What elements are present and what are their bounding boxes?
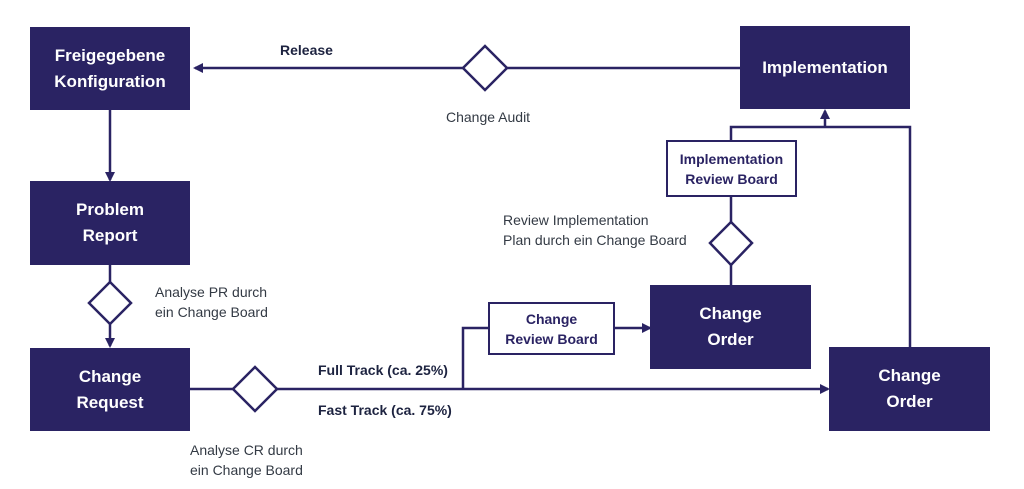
node-label: Konfiguration <box>54 71 166 91</box>
impl-board-to-implementation-connector <box>729 125 912 347</box>
node-label: Report <box>82 226 138 245</box>
label-line: Review Implementation <box>503 212 649 228</box>
full-track-label: Full Track (ca. 25%) <box>318 362 448 378</box>
label-line: Analyse PR durch <box>155 284 268 300</box>
node-label: Order <box>707 330 754 349</box>
node-label: Freigegebene <box>54 45 166 65</box>
change-audit-decision-diamond <box>461 44 509 92</box>
full-track-connector <box>461 326 488 389</box>
node-label: Review Board <box>685 170 778 187</box>
change-audit-label: Change Audit <box>446 109 531 125</box>
implementation-node: Implementation <box>740 26 910 109</box>
node-label: Change <box>525 310 578 327</box>
node-label: Change <box>878 366 941 385</box>
analyse-cr-label: Analyse CR durch ein Change Board <box>190 440 303 480</box>
label-line: ein Change Board <box>190 462 303 478</box>
node-label: Request <box>76 392 144 412</box>
node-label: Implementation <box>762 57 888 77</box>
fast-track-label: Fast Track (ca. 75%) <box>318 402 452 418</box>
node-label: Review Board <box>505 330 598 347</box>
release-label: Release <box>280 42 333 58</box>
label-line: ein Change Board <box>155 304 268 320</box>
analyse-pr-decision-diamond <box>87 280 133 326</box>
node-label: Change <box>78 366 142 386</box>
node-label: Implementation <box>679 150 784 167</box>
analyse-cr-decision-diamond <box>231 365 279 413</box>
review-impl-decision-diamond <box>708 220 754 267</box>
node-label: Change <box>699 304 762 323</box>
node-label: Problem <box>75 200 145 219</box>
analyse-pr-label: Analyse PR durch ein Change Board <box>155 282 268 322</box>
label-line: Analyse CR durch <box>190 442 303 458</box>
node-label: Order <box>886 392 933 411</box>
review-implementation-label: Review Implementation Plan durch ein Cha… <box>503 210 687 250</box>
label-line: Plan durch ein Change Board <box>503 232 687 248</box>
